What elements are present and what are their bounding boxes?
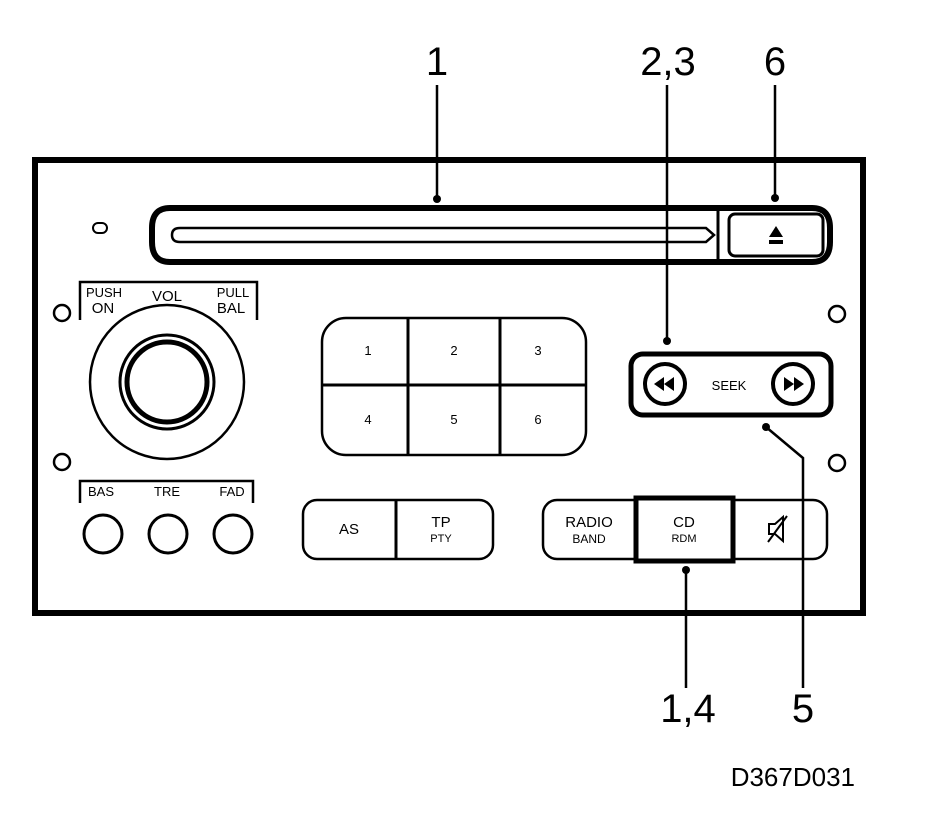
pty-label: PTY [430, 533, 452, 545]
preset-button-6[interactable] [501, 386, 584, 453]
eject-button[interactable] [727, 212, 825, 258]
preset-label-3: 3 [534, 343, 541, 358]
treble-knob[interactable] [147, 513, 189, 555]
cd-slot-bezel [149, 205, 833, 265]
figure-code: D367D031 [731, 762, 855, 792]
mount-hole [827, 453, 847, 473]
preset-label-6: 6 [534, 412, 541, 427]
on-label: ON [92, 300, 115, 317]
bas-label: BAS [88, 484, 114, 499]
as-label: AS [339, 521, 359, 538]
mount-hole [52, 303, 72, 323]
bass-knob[interactable] [82, 513, 124, 555]
as-tp-group [301, 498, 495, 561]
push-label: PUSH [86, 285, 122, 300]
tone-label-frame [78, 479, 255, 503]
cd-rdm-button[interactable] [633, 495, 736, 564]
pull-label: PULL [217, 285, 250, 300]
preset-label-5: 5 [450, 412, 457, 427]
callout-2-3: 2,3 [640, 40, 696, 84]
mount-hole [827, 304, 847, 324]
fader-knob[interactable] [212, 513, 254, 555]
callout-6: 6 [764, 40, 786, 84]
volume-label-frame [78, 280, 259, 320]
callout-1: 1 [426, 40, 448, 84]
seek-label: SEEK [712, 378, 747, 393]
seek-back-button[interactable] [643, 362, 687, 406]
callout-5: 5 [792, 687, 814, 731]
cd-label: CD [673, 514, 695, 531]
callout-1-4: 1,4 [660, 687, 716, 731]
tp-label: TP [431, 514, 450, 531]
faceplate [32, 157, 866, 616]
radio-label: RADIO [565, 514, 613, 531]
fast-forward-icon [784, 377, 804, 391]
mute-icon [767, 514, 788, 544]
bal-label: BAL [217, 300, 245, 317]
cd-slot [170, 226, 716, 244]
leader-5 [765, 426, 805, 688]
rewind-icon [654, 377, 674, 391]
band-label: BAND [572, 532, 606, 546]
volume-knob[interactable] [88, 303, 246, 461]
fad-label: FAD [219, 484, 244, 499]
preset-label-2: 2 [450, 343, 457, 358]
rdm-label: RDM [671, 533, 696, 545]
eject-icon [769, 226, 783, 244]
indicator-led [92, 222, 108, 234]
preset-button-3[interactable] [501, 320, 584, 384]
vol-label: VOL [152, 288, 182, 305]
mount-hole [52, 452, 72, 472]
tre-label: TRE [154, 484, 180, 499]
preset-label-1: 1 [364, 343, 371, 358]
mute-button[interactable] [736, 502, 825, 557]
seek-forward-button[interactable] [771, 362, 815, 406]
preset-label-4: 4 [364, 412, 371, 427]
